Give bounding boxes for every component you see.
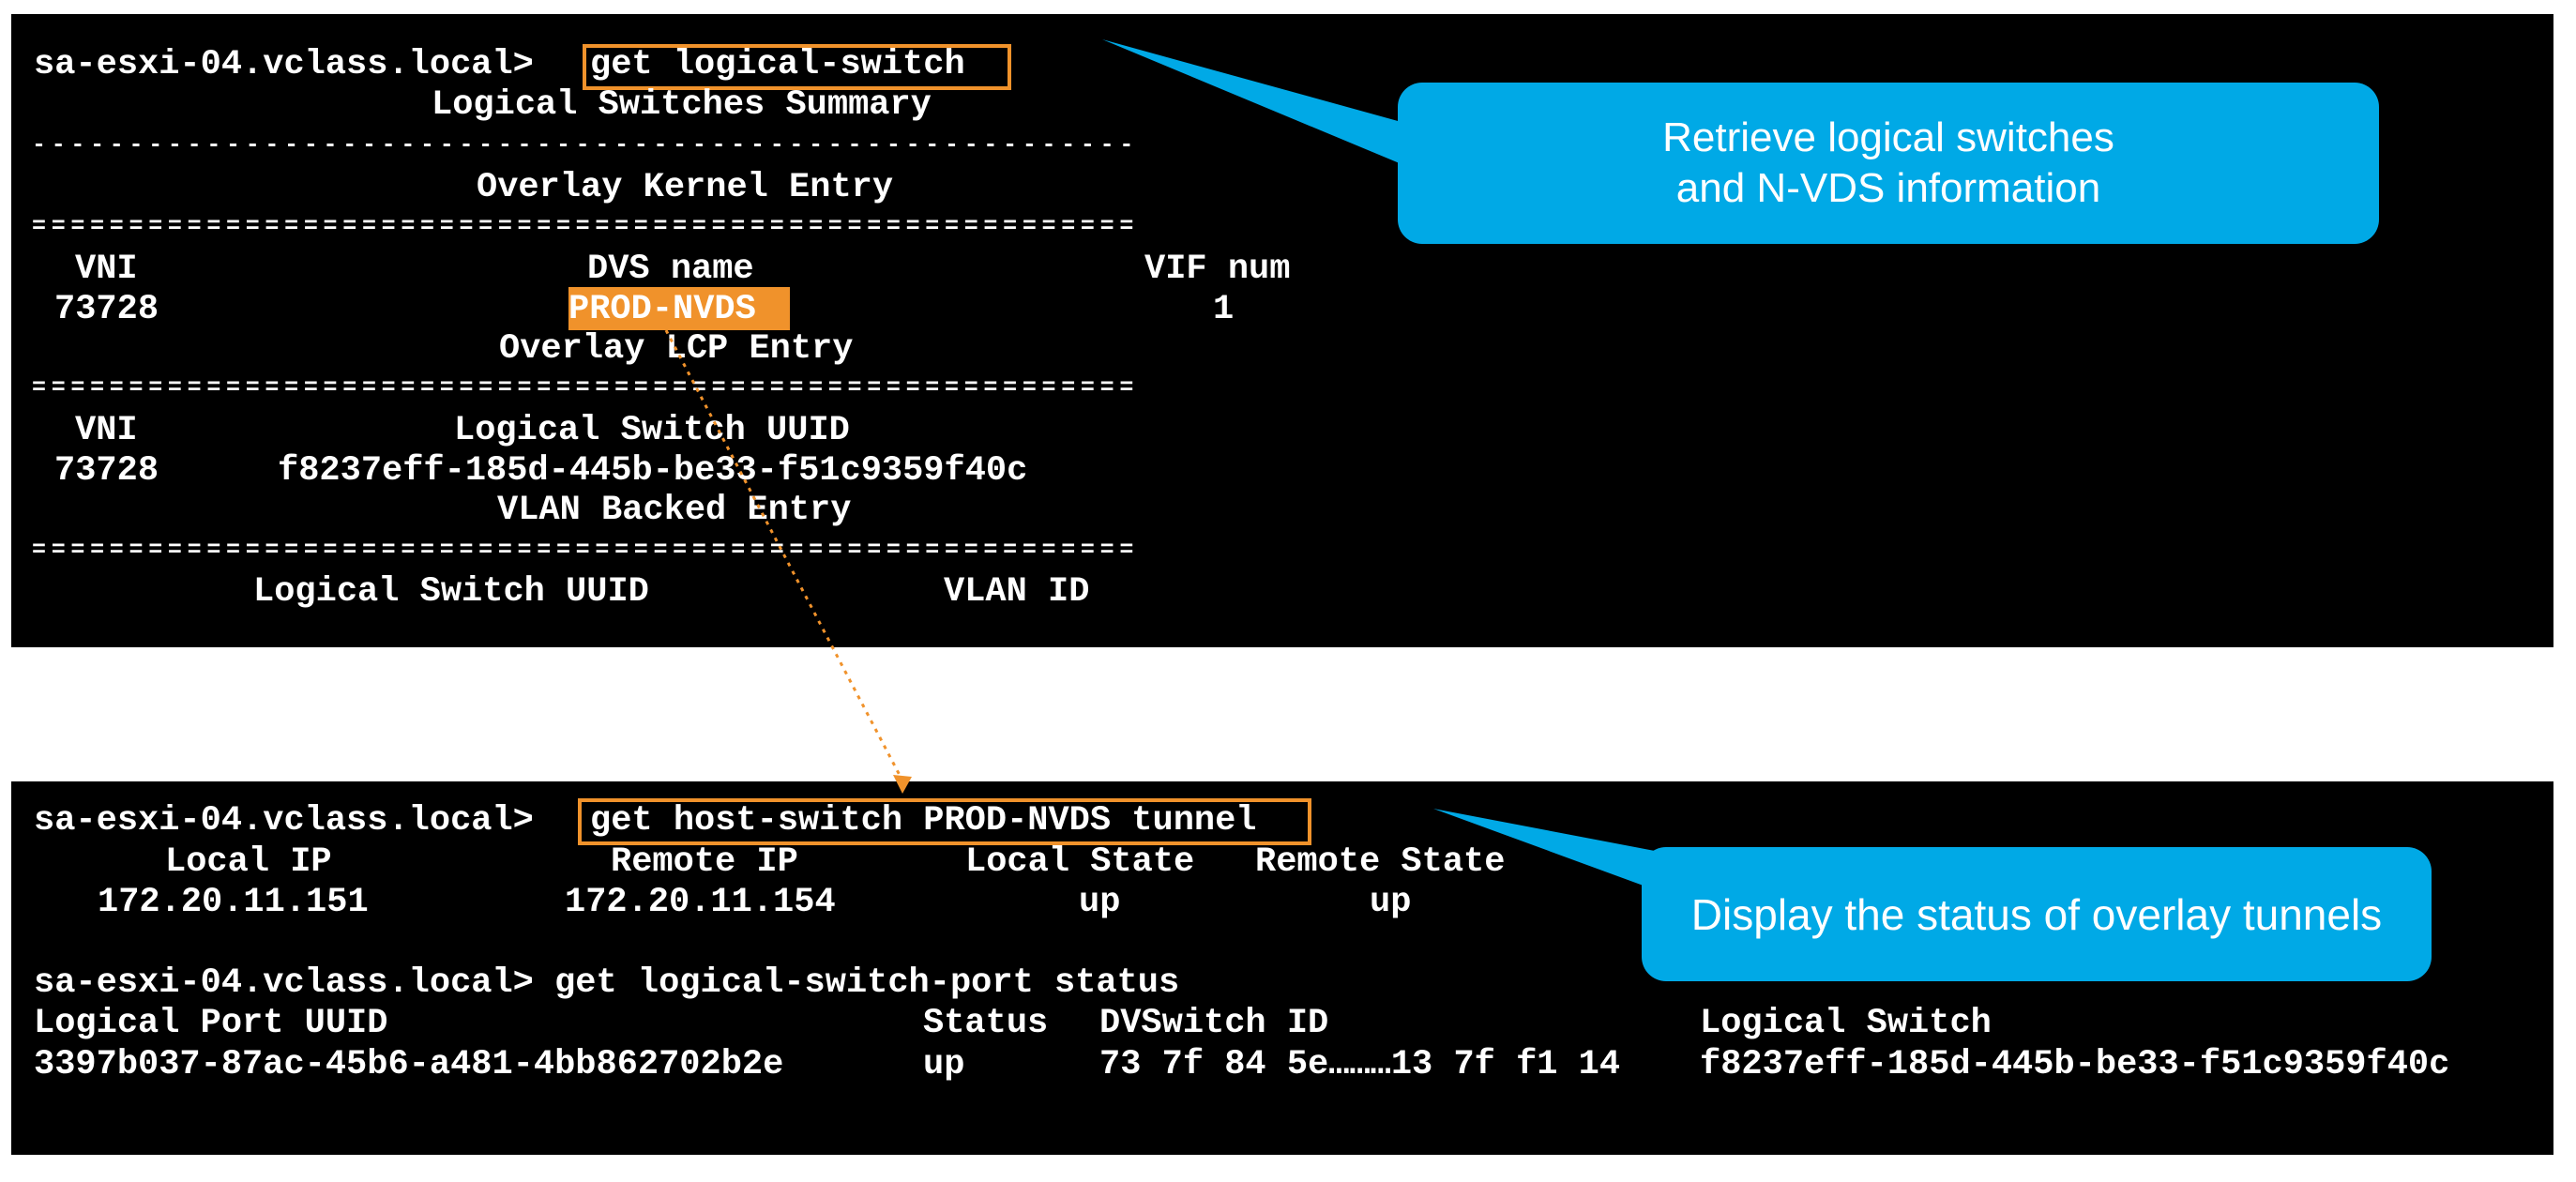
port-dvswitch-id: 73 7f 84 5e………13 7f f1 14: [1099, 1045, 1621, 1084]
command-text: get host-switch PROD-NVDS tunnel: [590, 801, 1257, 841]
tunnel-header-local-ip: Local IP: [165, 842, 332, 882]
tunnel-remote-ip: 172.20.11.154: [565, 883, 836, 922]
callout-bottom-text: Display the status of overlay tunnels: [1690, 889, 2383, 939]
command-text: get logical-switch: [590, 45, 965, 84]
command-highlight-box: [583, 44, 1011, 90]
port-status: up: [923, 1045, 965, 1084]
prompt-host: sa-esxi-04.vclass.local>: [34, 801, 534, 841]
dvs-name-highlight: [568, 287, 790, 330]
overlay-kernel-title: Overlay Kernel Entry: [477, 168, 894, 207]
vlan-backed-title: VLAN Backed Entry: [497, 491, 852, 530]
lcp-uuid: f8237eff-185d-445b-be33-f51c9359f40c: [278, 451, 1028, 491]
port-header-logical-switch: Logical Switch: [1700, 1004, 1992, 1043]
port-status-command-line: sa-esxi-04.vclass.local> get logical-swi…: [34, 963, 1180, 1003]
tunnel-header-local-state: Local State: [965, 842, 1195, 882]
overlay-lcp-title: Overlay LCP Entry: [499, 329, 854, 369]
port-header-status: Status: [923, 1004, 1049, 1043]
callout-pointer-top: [1102, 39, 1435, 178]
kernel-dvs: PROD-NVDS: [568, 290, 756, 329]
eq-rule-1: ========================================…: [32, 213, 1140, 240]
port-header-uuid: Logical Port UUID: [34, 1004, 388, 1043]
callout-top-line1: Retrieve logical switches: [1662, 114, 2114, 160]
kernel-vif: 1: [1213, 290, 1235, 329]
vlan-header-uuid: Logical Switch UUID: [253, 572, 649, 612]
tunnel-header-remote-ip: Remote IP: [611, 842, 798, 882]
dotted-connector: [664, 329, 904, 781]
kernel-header-dvs: DVS name: [587, 250, 754, 289]
kernel-header-vni: VNI: [75, 250, 138, 289]
lcp-vni: 73728: [54, 451, 159, 491]
tunnel-remote-state: up: [1370, 883, 1412, 922]
dash-rule: ----------------------------------------…: [32, 131, 1140, 159]
eq-rule-3: ========================================…: [32, 537, 1140, 564]
lcp-header-vni: VNI: [75, 411, 138, 450]
port-header-dvswitch-id: DVSwitch ID: [1099, 1004, 1329, 1043]
tunnel-header-remote-state: Remote State: [1255, 842, 1506, 882]
tunnel-local-state: up: [1079, 883, 1121, 922]
callout-retrieve-logical-switches: Retrieve logical switches and N-VDS info…: [1398, 83, 2379, 244]
vlan-header-id: VLAN ID: [944, 572, 1090, 612]
eq-rule-2: ========================================…: [32, 374, 1140, 402]
port-logical-switch: f8237eff-185d-445b-be33-f51c9359f40c: [1700, 1045, 2450, 1084]
lcp-header-uuid: Logical Switch UUID: [454, 411, 850, 450]
prompt-host: sa-esxi-04.vclass.local>: [34, 45, 534, 84]
callout-pointer-bottom: [1433, 809, 1679, 899]
command-highlight-box: [578, 798, 1311, 845]
callout-display-tunnel-status: Display the status of overlay tunnels: [1642, 847, 2432, 981]
tunnel-local-ip: 172.20.11.151: [98, 883, 369, 922]
kernel-header-vif: VIF num: [1144, 250, 1291, 289]
summary-title: Logical Switches Summary: [432, 85, 932, 125]
kernel-vni: 73728: [54, 290, 159, 329]
port-uuid: 3397b037-87ac-45b6-a481-4bb862702b2e: [34, 1045, 784, 1084]
callout-top-line2: and N-VDS information: [1675, 165, 2101, 211]
connector-arrowhead: [893, 775, 912, 794]
